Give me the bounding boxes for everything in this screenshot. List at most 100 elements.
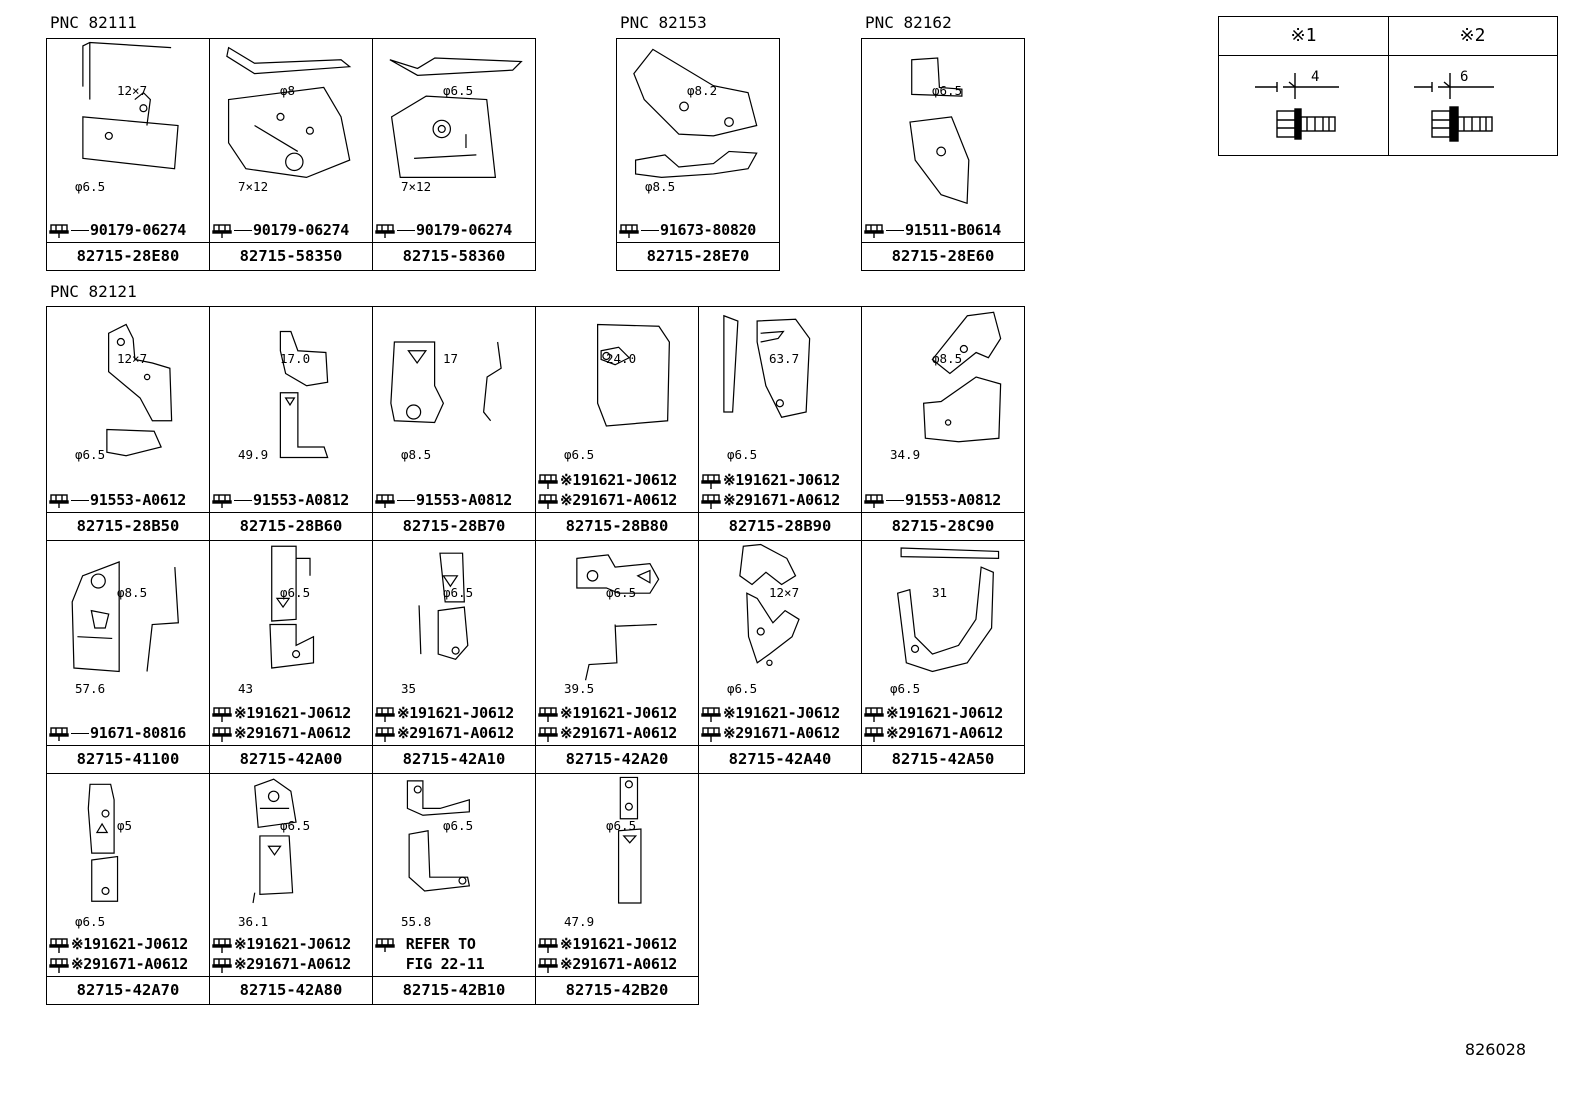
bolt-callout: ※291671-A0612: [701, 724, 840, 742]
bolt-callout: ※191621-J0612: [49, 935, 188, 953]
bolt-callout: ※191621-J0612: [375, 704, 514, 722]
bolt-part-number: ※291671-A0612: [560, 491, 678, 509]
part-number: 82715-42A70: [47, 976, 209, 1004]
dimension-label: 47.9: [564, 914, 595, 929]
part-number: 82715-42B20: [536, 976, 698, 1004]
bolt-callout: ※191621-J0612: [864, 704, 1003, 722]
bolt-part-number: ※191621-J0612: [560, 704, 678, 722]
dimension-label: 55.8: [401, 914, 432, 929]
bolt-callout: 91553-A0812: [212, 491, 349, 509]
dimension-label: 57.6: [75, 681, 106, 696]
bolt-icon: [701, 493, 721, 509]
bolt-part-number: ※291671-A0612: [71, 955, 189, 973]
bolt-callout: 91511-B0614: [864, 221, 1001, 239]
bolt-callout: ※291671-A0612: [212, 955, 351, 973]
dimension-label: 17.0: [280, 351, 311, 366]
bolt-part-number: ※291671-A0612: [886, 724, 1004, 742]
bolt-callout: 91553-A0812: [375, 491, 512, 509]
bracket-drawing: [739, 543, 800, 667]
bolt-callout: 91671-80816: [49, 724, 186, 742]
dimension-label: φ6.5: [890, 681, 921, 696]
bolt-callout: ※191621-J0612: [212, 935, 351, 953]
bolt-icon: [538, 937, 558, 953]
dimension-label: 39.5: [564, 681, 595, 696]
pnc-label-82121: PNC 82121: [50, 282, 137, 301]
bolt-part-number: 91553-A0812: [416, 491, 513, 509]
bolt-icon: [375, 493, 395, 508]
part-number: 82715-28E80: [47, 242, 209, 270]
part-number: 82715-41100: [47, 745, 209, 773]
bolt-callout: ※291671-A0612: [49, 955, 188, 973]
dimension-label: φ8.5: [645, 179, 676, 194]
bracket-drawing: [252, 778, 297, 904]
bolt-part-number: 91511-B0614: [905, 221, 1002, 239]
dimension-label: 12×7: [117, 351, 148, 366]
bolt-icon: [49, 223, 69, 238]
bracket-drawing: [418, 552, 469, 661]
bracket-drawing: [723, 314, 811, 418]
bolt-icon: [49, 937, 69, 953]
bolt-icon: [375, 706, 395, 722]
dimension-label: φ6.5: [280, 818, 311, 833]
bolt-callout: ※191621-J0612: [538, 704, 677, 722]
dimension-label: φ6.5: [75, 447, 106, 462]
bracket-drawing: [87, 783, 119, 902]
bolt-icon: [864, 223, 884, 238]
dimension-label: φ6.5: [75, 179, 106, 194]
bolt-notes-table: ※1 ※2 4 6: [1218, 16, 1558, 156]
bolt-icon: [212, 493, 232, 508]
bolt-icon: [49, 726, 69, 741]
part-number: 82715-42A10: [373, 745, 535, 773]
bracket-drawing: [922, 311, 1002, 443]
bolt-callout: ※291671-A0612: [701, 491, 840, 509]
bolt-callout: ※191621-J0612: [538, 935, 677, 953]
bolt-washer-2-icon: [1414, 73, 1494, 142]
dimension-label: φ6.5: [75, 914, 106, 929]
bolt-part-number: 90179-06274: [90, 221, 187, 239]
bolt-icon: [375, 937, 395, 952]
bolt-icon: [538, 493, 558, 509]
dimension-label: 36.1: [238, 914, 269, 929]
bolt-callout: ※191621-J0612: [212, 704, 351, 722]
bolt-icon: [49, 957, 69, 973]
part-cell: 12×7 φ6.5 90179-06274 82715-28E80: [46, 38, 210, 271]
bolt-callout: ※291671-A0612: [375, 724, 514, 742]
bolt-part-number: ※191621-J0612: [234, 935, 352, 953]
note-divider: [1388, 17, 1389, 155]
bolt-part-number: ※291671-A0612: [234, 724, 352, 742]
bolt-callout: 90179-06274: [49, 221, 186, 239]
dimension-label: φ8.5: [401, 447, 432, 462]
figure-id: 826028: [1464, 1040, 1526, 1059]
bracket-drawing: [71, 560, 179, 673]
bolt-part-number: ※191621-J0612: [71, 935, 189, 953]
bolt-icon: [538, 473, 558, 489]
dimension-label: φ6.5: [564, 447, 595, 462]
dimension-label: 12×7: [117, 83, 148, 98]
part-number: 82715-28B90: [699, 512, 861, 540]
bolt-icon: [212, 706, 232, 722]
bolt-callout: 91673-80820: [619, 221, 756, 239]
bolt-part-number: ※191621-J0612: [560, 471, 678, 489]
dimension-label: 63.7: [769, 351, 800, 366]
bolt-callout: ※191621-J0612: [701, 471, 840, 489]
bracket-drawing: [909, 57, 970, 205]
dimension-label: φ8.5: [932, 351, 963, 366]
bracket-drawing: [390, 341, 502, 424]
bolt-part-number: ※191621-J0612: [397, 704, 515, 722]
bolt-icon: [212, 726, 232, 742]
part-number: 82715-58350: [210, 242, 372, 270]
bolt-part-number: ※291671-A0612: [723, 724, 841, 742]
bolt-icon: [701, 726, 721, 742]
bolt-part-number: 91673-80820: [660, 221, 757, 239]
bolt-part-number: 90179-06274: [253, 221, 350, 239]
part-number: 82715-42A00: [210, 745, 372, 773]
